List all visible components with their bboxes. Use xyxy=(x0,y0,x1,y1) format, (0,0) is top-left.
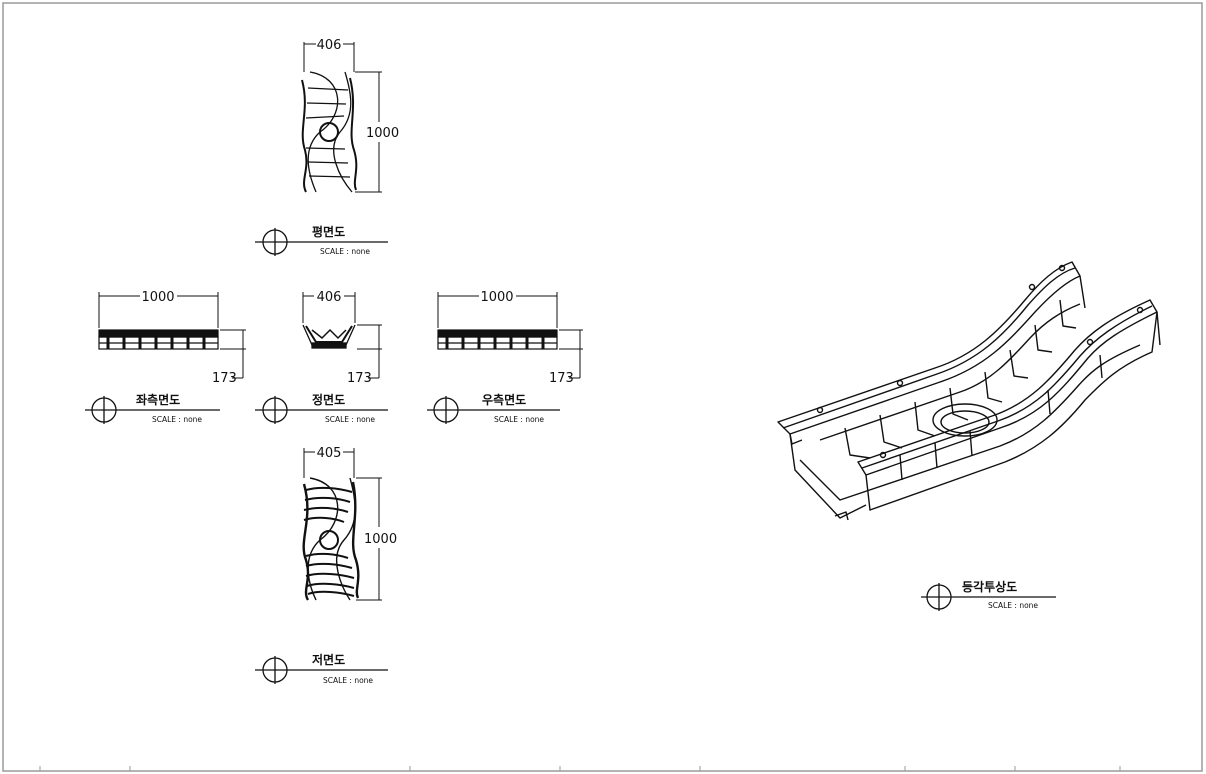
left-title-symbol xyxy=(85,396,220,424)
bottom-title-symbol xyxy=(255,656,388,684)
right-side-drawing xyxy=(437,329,558,350)
plan-title: 평면도 xyxy=(312,224,345,239)
isometric-scale: SCALE : none xyxy=(988,601,1038,610)
bottom-width-dimension xyxy=(303,448,355,478)
front-height-label: 173 xyxy=(347,371,372,386)
plan-title-symbol xyxy=(255,228,388,256)
left-width-label: 1000 xyxy=(141,290,174,305)
bottom-width-label: 405 xyxy=(317,446,342,461)
right-height-label: 173 xyxy=(549,371,574,386)
left-scale: SCALE : none xyxy=(152,415,202,424)
front-view: 406 173 정면도 SCALE : none xyxy=(255,290,388,424)
plan-width-label: 406 xyxy=(317,38,342,53)
left-width-dimension xyxy=(98,292,219,328)
front-title: 정면도 xyxy=(312,392,345,407)
right-width-label: 1000 xyxy=(480,290,513,305)
bottom-title: 저면도 xyxy=(312,652,345,667)
isometric-title: 등각투상도 xyxy=(962,579,1017,594)
front-title-symbol xyxy=(255,396,388,424)
bottom-scale: SCALE : none xyxy=(323,676,373,685)
front-width-dimension xyxy=(302,292,356,323)
isometric-view: 등각투상도 SCALE : none xyxy=(777,261,1161,611)
front-height-dimension xyxy=(357,324,382,379)
left-height-label: 173 xyxy=(212,371,237,386)
right-title-symbol xyxy=(427,396,560,424)
bottom-length-label: 1000 xyxy=(364,532,397,547)
front-scale: SCALE : none xyxy=(325,415,375,424)
right-side-view: 1000 173 우측면도 SCALE : none xyxy=(427,290,583,424)
plan-length-label: 1000 xyxy=(366,126,399,141)
title-block-ticks xyxy=(39,766,1121,771)
plan-view: 406 1000 평면도 SCALE : none xyxy=(255,38,399,256)
left-side-drawing xyxy=(98,329,219,350)
bottom-view-drawing xyxy=(302,477,360,601)
left-side-view: 1000 173 좌측면도 SCALE : none xyxy=(85,290,246,424)
front-width-label: 406 xyxy=(317,290,342,305)
bottom-length-dimension xyxy=(356,477,382,601)
left-height-dimension xyxy=(220,329,246,379)
plan-view-drawing xyxy=(301,71,358,193)
right-scale: SCALE : none xyxy=(494,415,544,424)
isometric-drawing xyxy=(777,261,1161,521)
right-width-dimension xyxy=(437,292,558,328)
right-title: 우측면도 xyxy=(482,392,526,407)
front-view-drawing xyxy=(302,324,356,349)
right-height-dimension xyxy=(559,329,583,379)
plan-scale: SCALE : none xyxy=(320,247,370,256)
isometric-title-symbol xyxy=(921,583,1056,611)
plan-width-dimension xyxy=(303,42,355,72)
plan-length-dimension xyxy=(355,71,382,193)
left-title: 좌측면도 xyxy=(136,392,180,407)
bottom-view: 405 1000 저면도 SCALE : none xyxy=(255,446,397,685)
